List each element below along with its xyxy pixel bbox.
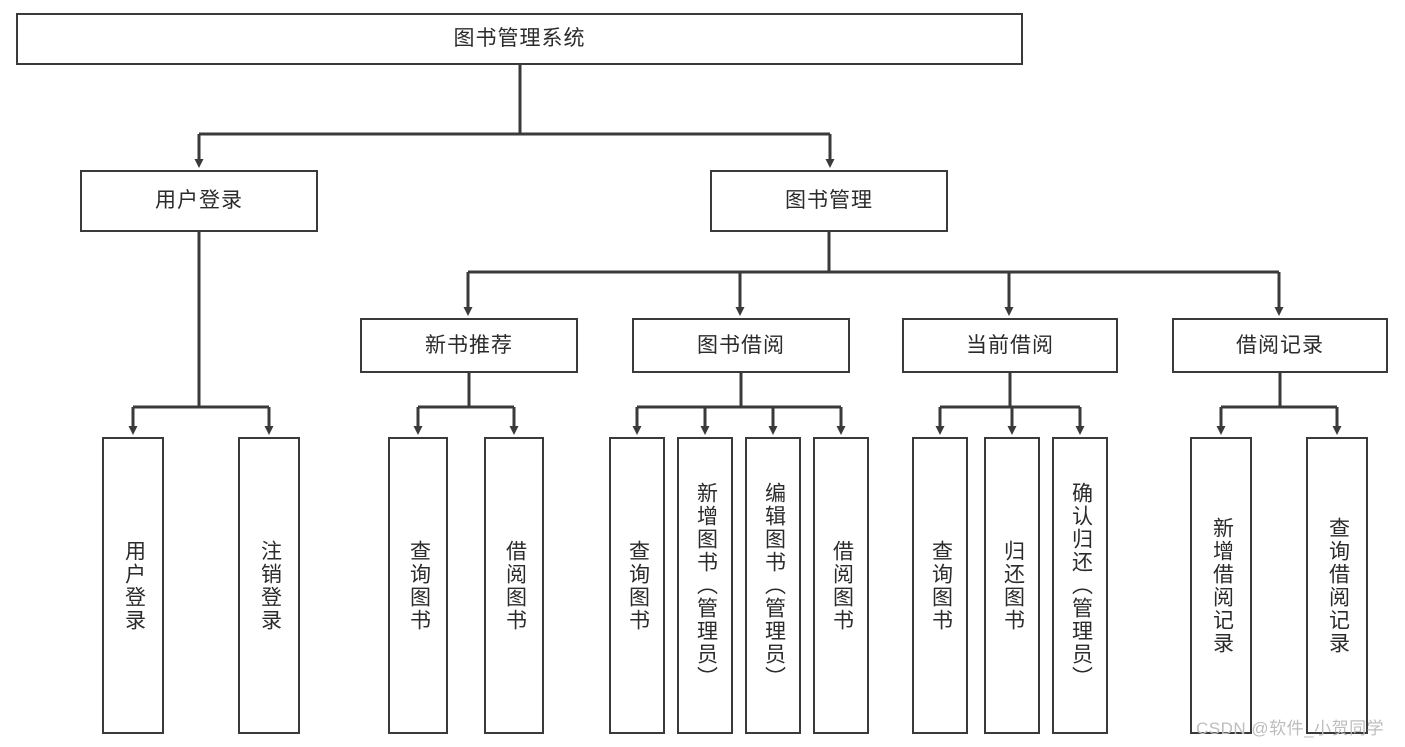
leaf-label: 查询图书 — [929, 539, 953, 632]
leaf-node[interactable]: 查询图书 — [912, 437, 968, 734]
leaf-label: 查询图书 — [407, 539, 431, 632]
leaf-label: 查询借阅记录 — [1326, 516, 1350, 655]
leaf-node[interactable]: 查询借阅记录 — [1306, 437, 1368, 734]
node-current-borrow[interactable]: 当前借阅 — [902, 318, 1118, 373]
leaf-node[interactable]: 归还图书 — [984, 437, 1040, 734]
leaf-label: 新增借阅记录 — [1210, 516, 1234, 655]
node-root-label: 图书管理系统 — [453, 27, 586, 51]
node-label: 借阅记录 — [1236, 333, 1324, 357]
leaf-node[interactable]: 查询图书 — [609, 437, 665, 734]
leaf-node[interactable]: 注销登录 — [238, 437, 300, 734]
node-label: 用户登录 — [155, 189, 243, 213]
leaf-label: 借阅图书 — [830, 539, 854, 632]
node-book-management[interactable]: 图书管理 — [710, 170, 948, 232]
leaf-node[interactable]: 新增借阅记录 — [1190, 437, 1252, 734]
node-new-book-recommend[interactable]: 新书推荐 — [360, 318, 578, 373]
node-user-login[interactable]: 用户登录 — [80, 170, 318, 232]
node-book-borrow[interactable]: 图书借阅 — [632, 318, 850, 373]
node-label: 图书管理 — [785, 189, 873, 213]
node-label: 图书借阅 — [697, 333, 785, 357]
leaf-node[interactable]: 查询图书 — [388, 437, 448, 734]
node-label: 当前借阅 — [966, 333, 1054, 357]
leaf-label: 查询图书 — [626, 539, 650, 632]
leaf-node[interactable]: 新增图书（管理员） — [677, 437, 733, 734]
leaf-label: 确认归还（管理员） — [1069, 482, 1093, 689]
leaf-node[interactable]: 确认归还（管理员） — [1052, 437, 1108, 734]
leaf-label: 用户登录 — [122, 539, 146, 632]
leaf-label: 归还图书 — [1001, 539, 1025, 632]
leaf-node[interactable]: 编辑图书（管理员） — [745, 437, 801, 734]
leaf-node[interactable]: 用户登录 — [102, 437, 164, 734]
leaf-node[interactable]: 借阅图书 — [813, 437, 869, 734]
leaf-label: 借阅图书 — [503, 539, 527, 632]
node-root[interactable]: 图书管理系统 — [16, 13, 1023, 65]
leaf-label: 编辑图书（管理员） — [762, 482, 786, 689]
leaf-label: 新增图书（管理员） — [694, 482, 718, 689]
node-borrow-record[interactable]: 借阅记录 — [1172, 318, 1388, 373]
leaf-node[interactable]: 借阅图书 — [484, 437, 544, 734]
csdn-watermark: CSDN @软件_小贺同学 — [1196, 719, 1385, 738]
leaf-label: 注销登录 — [258, 539, 282, 632]
node-label: 新书推荐 — [425, 333, 513, 357]
